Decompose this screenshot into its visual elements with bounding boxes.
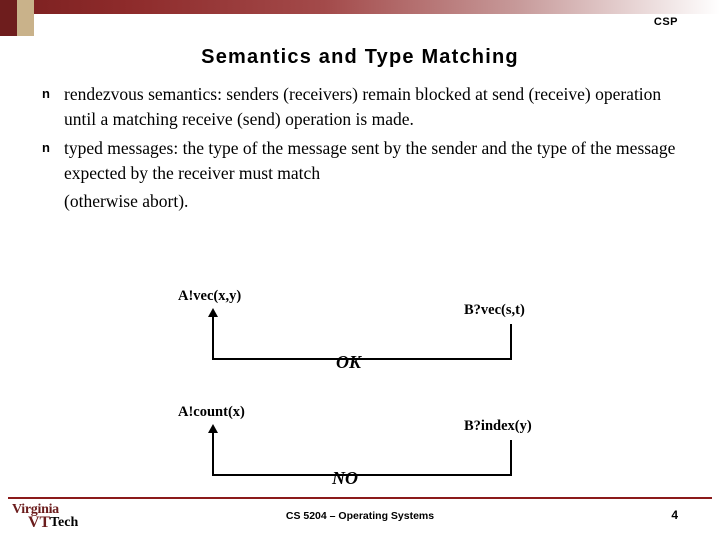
- diagram-verdict-ok: OK: [336, 352, 362, 372]
- header-corner-block-tan: [17, 0, 34, 36]
- bullet-list: n rendezvous semantics: senders (receive…: [42, 82, 690, 214]
- logo-vt-mark-icon: VT: [28, 514, 51, 531]
- virginia-tech-logo: Virginia VT Tech: [10, 502, 110, 532]
- connector-vertical-right-one: [510, 324, 512, 360]
- logo-word-virginia: Virginia: [12, 502, 59, 517]
- diagram-label-receive-vec: B?vec(s,t): [464, 302, 525, 318]
- footer-divider: [8, 497, 712, 499]
- bullet-sub-paragraph: (otherwise abort).: [64, 191, 189, 212]
- logo-word-tech: Tech: [50, 515, 79, 530]
- matching-diagram: A!vec(x,y) B?vec(s,t) OK A!count(x) B?in…: [0, 278, 720, 496]
- connector-vertical-left-one: [212, 316, 214, 360]
- list-item: n rendezvous semantics: senders (receive…: [42, 82, 690, 132]
- arrowhead-icon-up-left-two: [208, 424, 218, 433]
- bullet-text: rendezvous semantics: senders (receivers…: [64, 84, 662, 129]
- page-number: 4: [671, 508, 678, 522]
- header-gradient-bar: [0, 0, 720, 14]
- connector-vertical-left-two: [212, 432, 214, 476]
- diagram-label-receive-index: B?index(y): [464, 418, 532, 434]
- bullet-marker-icon: n: [42, 86, 50, 101]
- list-item: n typed messages: the type of the messag…: [42, 136, 690, 186]
- footer-course-text: CS 5204 – Operating Systems: [285, 510, 435, 522]
- connector-horizontal-two: [212, 474, 512, 476]
- diagram-verdict-no: NO: [332, 468, 358, 488]
- header-corner-block-white: [34, 14, 48, 36]
- arrowhead-icon-up-left-one: [208, 308, 218, 317]
- corner-label: CSP: [653, 16, 678, 28]
- connector-horizontal-one: [212, 358, 512, 360]
- bullet-marker-icon: n: [42, 139, 50, 155]
- bullet-text: typed messages: the type of the message …: [64, 137, 676, 183]
- diagram-label-send-count: A!count(x): [178, 404, 245, 420]
- connector-vertical-right-two: [510, 440, 512, 476]
- page-title: Semantics and Type Matching: [201, 46, 519, 68]
- header-corner-block-dark: [0, 0, 17, 36]
- diagram-label-send-vec: A!vec(x,y): [178, 288, 242, 304]
